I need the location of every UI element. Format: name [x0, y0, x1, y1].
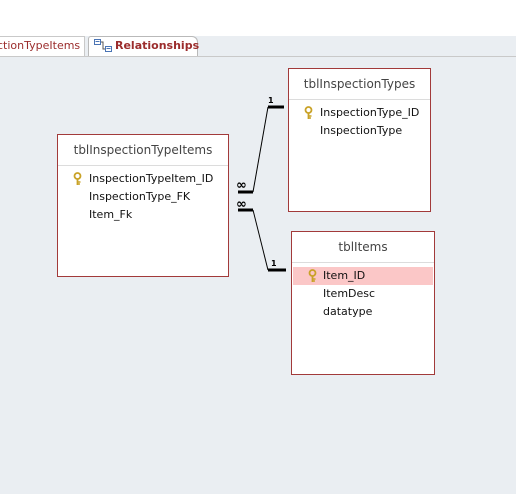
tab-label: ctionTypeItems: [0, 39, 81, 52]
field-inspection-type-fk[interactable]: InspectionType_FK: [58, 188, 228, 206]
field-inspection-type[interactable]: InspectionType: [289, 122, 430, 140]
table-inspection-type-items[interactable]: tblInspectionTypeItems InspectionTypeIte…: [57, 134, 229, 277]
table-title: tblItems: [292, 232, 434, 263]
tab-label: Relationships: [115, 39, 200, 52]
tab-strip-divider: [0, 56, 516, 57]
field-label: Item_Fk: [89, 208, 133, 221]
many-label: ∞: [236, 178, 247, 193]
field-item-desc[interactable]: ItemDesc: [292, 285, 434, 303]
key-icon: [73, 172, 82, 185]
field-label: InspectionType: [320, 124, 403, 137]
field-inspection-type-id[interactable]: InspectionType_ID: [289, 104, 430, 122]
title-area: [0, 0, 516, 36]
field-datatype[interactable]: datatype: [292, 303, 434, 321]
field-label: InspectionType_ID: [320, 106, 420, 119]
field-label: InspectionTypeItem_ID: [89, 172, 214, 185]
key-icon: [308, 269, 317, 282]
many-label: ∞: [236, 197, 247, 212]
table-title: tblInspectionTypes: [289, 69, 430, 100]
one-label: 1: [268, 96, 274, 105]
key-icon: [304, 106, 313, 119]
field-label: Item_ID: [323, 269, 366, 282]
relationship-inspection-type[interactable]: [238, 105, 284, 194]
field-label: ItemDesc: [323, 287, 376, 300]
tab-inspection-type-items[interactable]: ctionTypeItems: [0, 36, 85, 56]
field-label: InspectionType_FK: [89, 190, 191, 203]
field-inspection-type-item-id[interactable]: InspectionTypeItem_ID: [58, 170, 228, 188]
relationships-icon: [94, 39, 112, 52]
field-label: datatype: [323, 305, 373, 318]
tab-relationships[interactable]: Relationships: [88, 36, 200, 57]
one-label: 1: [271, 259, 277, 268]
table-title: tblInspectionTypeItems: [58, 135, 228, 166]
field-item-fk[interactable]: Item_Fk: [58, 206, 228, 224]
table-inspection-types[interactable]: tblInspectionTypes InspectionType_ID Ins…: [288, 68, 431, 212]
field-item-id[interactable]: Item_ID: [293, 267, 433, 285]
table-items[interactable]: tblItems Item_ID ItemDesc datatype: [291, 231, 435, 375]
relationship-item[interactable]: [238, 208, 286, 272]
